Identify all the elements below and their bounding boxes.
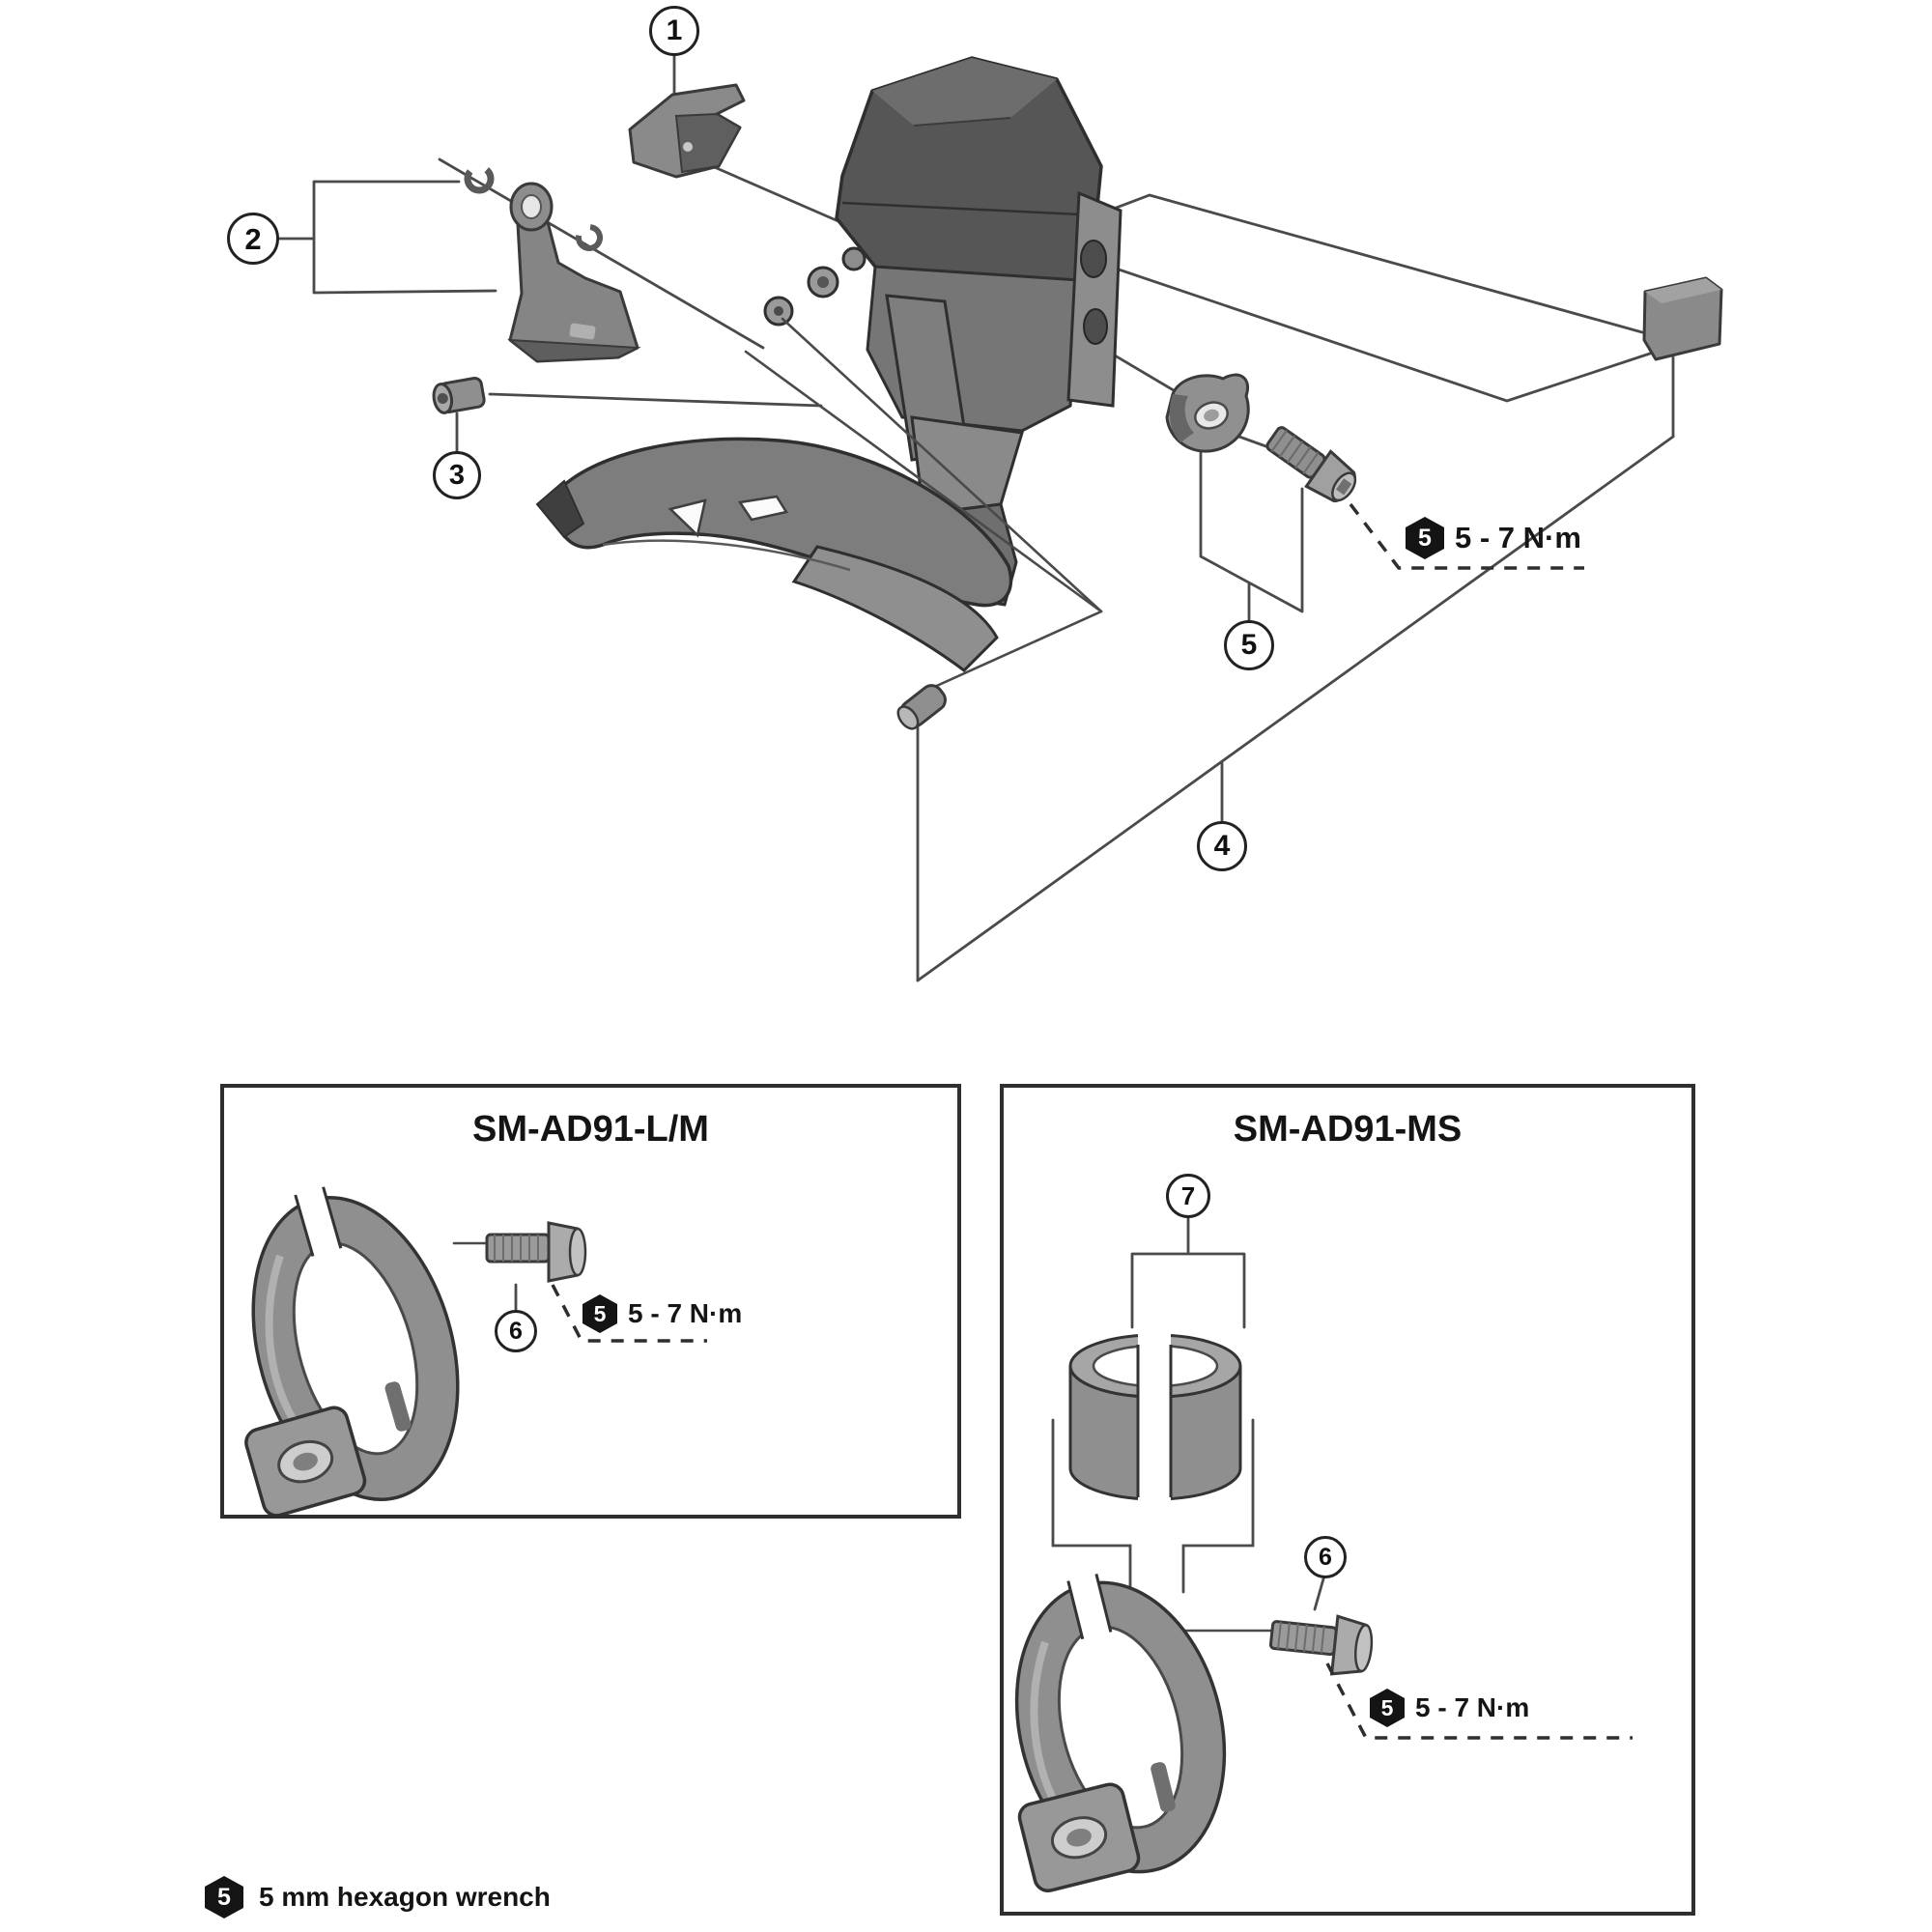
adapter-fixing-bolt [1265, 426, 1357, 503]
torque-value: 5 - 7 N·m [1455, 521, 1581, 554]
mount-bracket-and-rings [464, 163, 641, 363]
torque-label-adapter: 5 5 - 7 N·m [1406, 517, 1581, 559]
callout-4-badge: 4 [1197, 821, 1247, 871]
frame-protector-cap [1642, 276, 1723, 361]
adapter-nut [1165, 373, 1250, 453]
hex-wrench-icon: 5 [205, 1876, 243, 1918]
callout-2-badge: 2 [227, 213, 279, 265]
panel-sm-ad91-lm: SM-AD91-L/M [220, 1084, 961, 1519]
panel-title-ms: SM-AD91-MS [1233, 1109, 1463, 1150]
cable-cover-part [628, 83, 746, 179]
torque-label-clamp-ms: 5 5 - 7 N·m [1370, 1689, 1529, 1727]
callout-6-badge-lm: 6 [495, 1310, 537, 1352]
callout-7-badge: 7 [1166, 1174, 1210, 1218]
hex-wrench-icon: 5 [582, 1294, 617, 1333]
derailleur-body-unit [763, 56, 1122, 607]
footnote: 5 5 mm hexagon wrench [205, 1876, 551, 1918]
clamp-bolt-lm [485, 1221, 587, 1283]
panel-sm-ad91-ms: SM-AD91-MS [1000, 1084, 1695, 1916]
callout-5-badge: 5 [1224, 620, 1274, 670]
callout-3-badge: 3 [433, 451, 481, 499]
hex-wrench-icon: 5 [1370, 1689, 1405, 1727]
front-leader-lines [452, 317, 1273, 1633]
cable-fixing-bolt [432, 377, 486, 414]
clamp-band-ms [1014, 1574, 1227, 1892]
clamp-band-lm [244, 1186, 460, 1518]
callout-1-badge: 1 [649, 6, 699, 56]
shim-set [1068, 1329, 1242, 1501]
panel-title-lm: SM-AD91-L/M [472, 1109, 709, 1150]
torque-value: 5 - 7 N·m [1415, 1692, 1530, 1722]
hex-wrench-icon: 5 [1406, 517, 1444, 559]
callout-6-badge-ms: 6 [1304, 1536, 1347, 1578]
clamp-bolt-ms [1268, 1614, 1374, 1676]
torque-dash-lines [551, 502, 1633, 1740]
support-pin [896, 684, 947, 730]
torque-label-clamp-lm: 5 5 - 7 N·m [582, 1294, 742, 1333]
torque-value: 5 - 7 N·m [628, 1298, 743, 1328]
chain-guide-cage [535, 437, 1013, 672]
footnote-text: 5 mm hexagon wrench [259, 1882, 551, 1912]
